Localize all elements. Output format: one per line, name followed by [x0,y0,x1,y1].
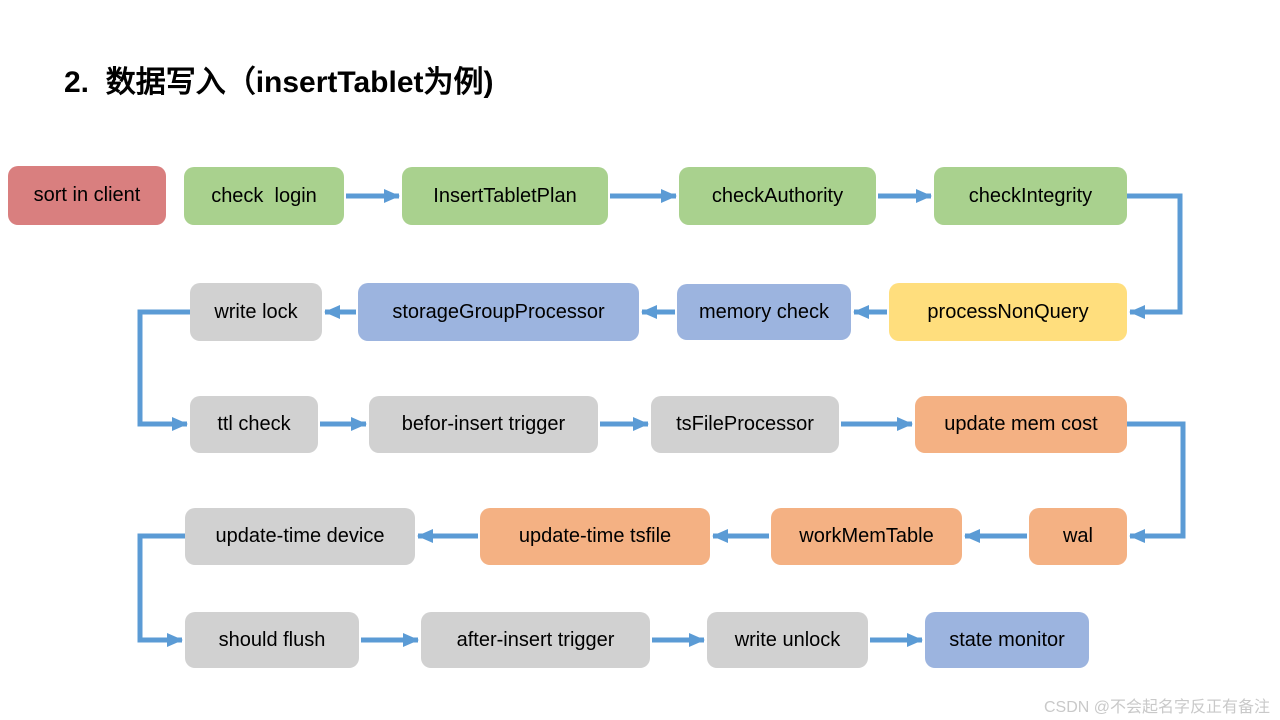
flow-node-insert-tablet-plan: InsertTabletPlan [402,167,608,225]
connector-write-lock-to-ttl-check [137,309,190,431]
flow-node-write-unlock: write unlock [707,612,868,668]
flow-node-sort-in-client: sort in client [8,166,166,225]
watermark-text: CSDN @不会起名字反正有备注 [1043,699,1270,716]
flow-node-wal: wal [1029,508,1127,565]
flow-node-ttl-check: ttl check [190,396,318,453]
connector-update-time-device-to-should-flush [137,533,185,647]
flow-node-check-integrity: checkIntegrity [934,167,1127,225]
flow-node-befor-insert-trigger: befor-insert trigger [369,396,598,453]
flow-node-after-insert-trigger: after-insert trigger [421,612,650,668]
flow-node-should-flush: should flush [185,612,359,668]
flow-node-process-non-query: processNonQuery [889,283,1127,341]
flow-node-update-time-tsfile: update-time tsfile [480,508,710,565]
flow-node-ts-file-processor: tsFileProcessor [651,396,839,453]
flow-node-write-lock: write lock [190,283,322,341]
flow-node-update-mem-cost: update mem cost [915,396,1127,453]
flow-node-update-time-device: update-time device [185,508,415,565]
flow-node-check-authority: checkAuthority [679,167,876,225]
flow-node-state-monitor: state monitor [925,612,1089,668]
connector-check-integrity-to-process-non-query [1127,193,1183,319]
connector-update-mem-cost-to-wal [1127,421,1186,543]
flow-node-memory-check: memory check [677,284,851,340]
flow-node-work-mem-table: workMemTable [771,508,962,565]
flow-node-check-login: check login [184,167,344,225]
slide-title: 2. 数据写入（insertTablet为例) [64,66,494,99]
flow-node-storage-group-processor: storageGroupProcessor [358,283,639,341]
